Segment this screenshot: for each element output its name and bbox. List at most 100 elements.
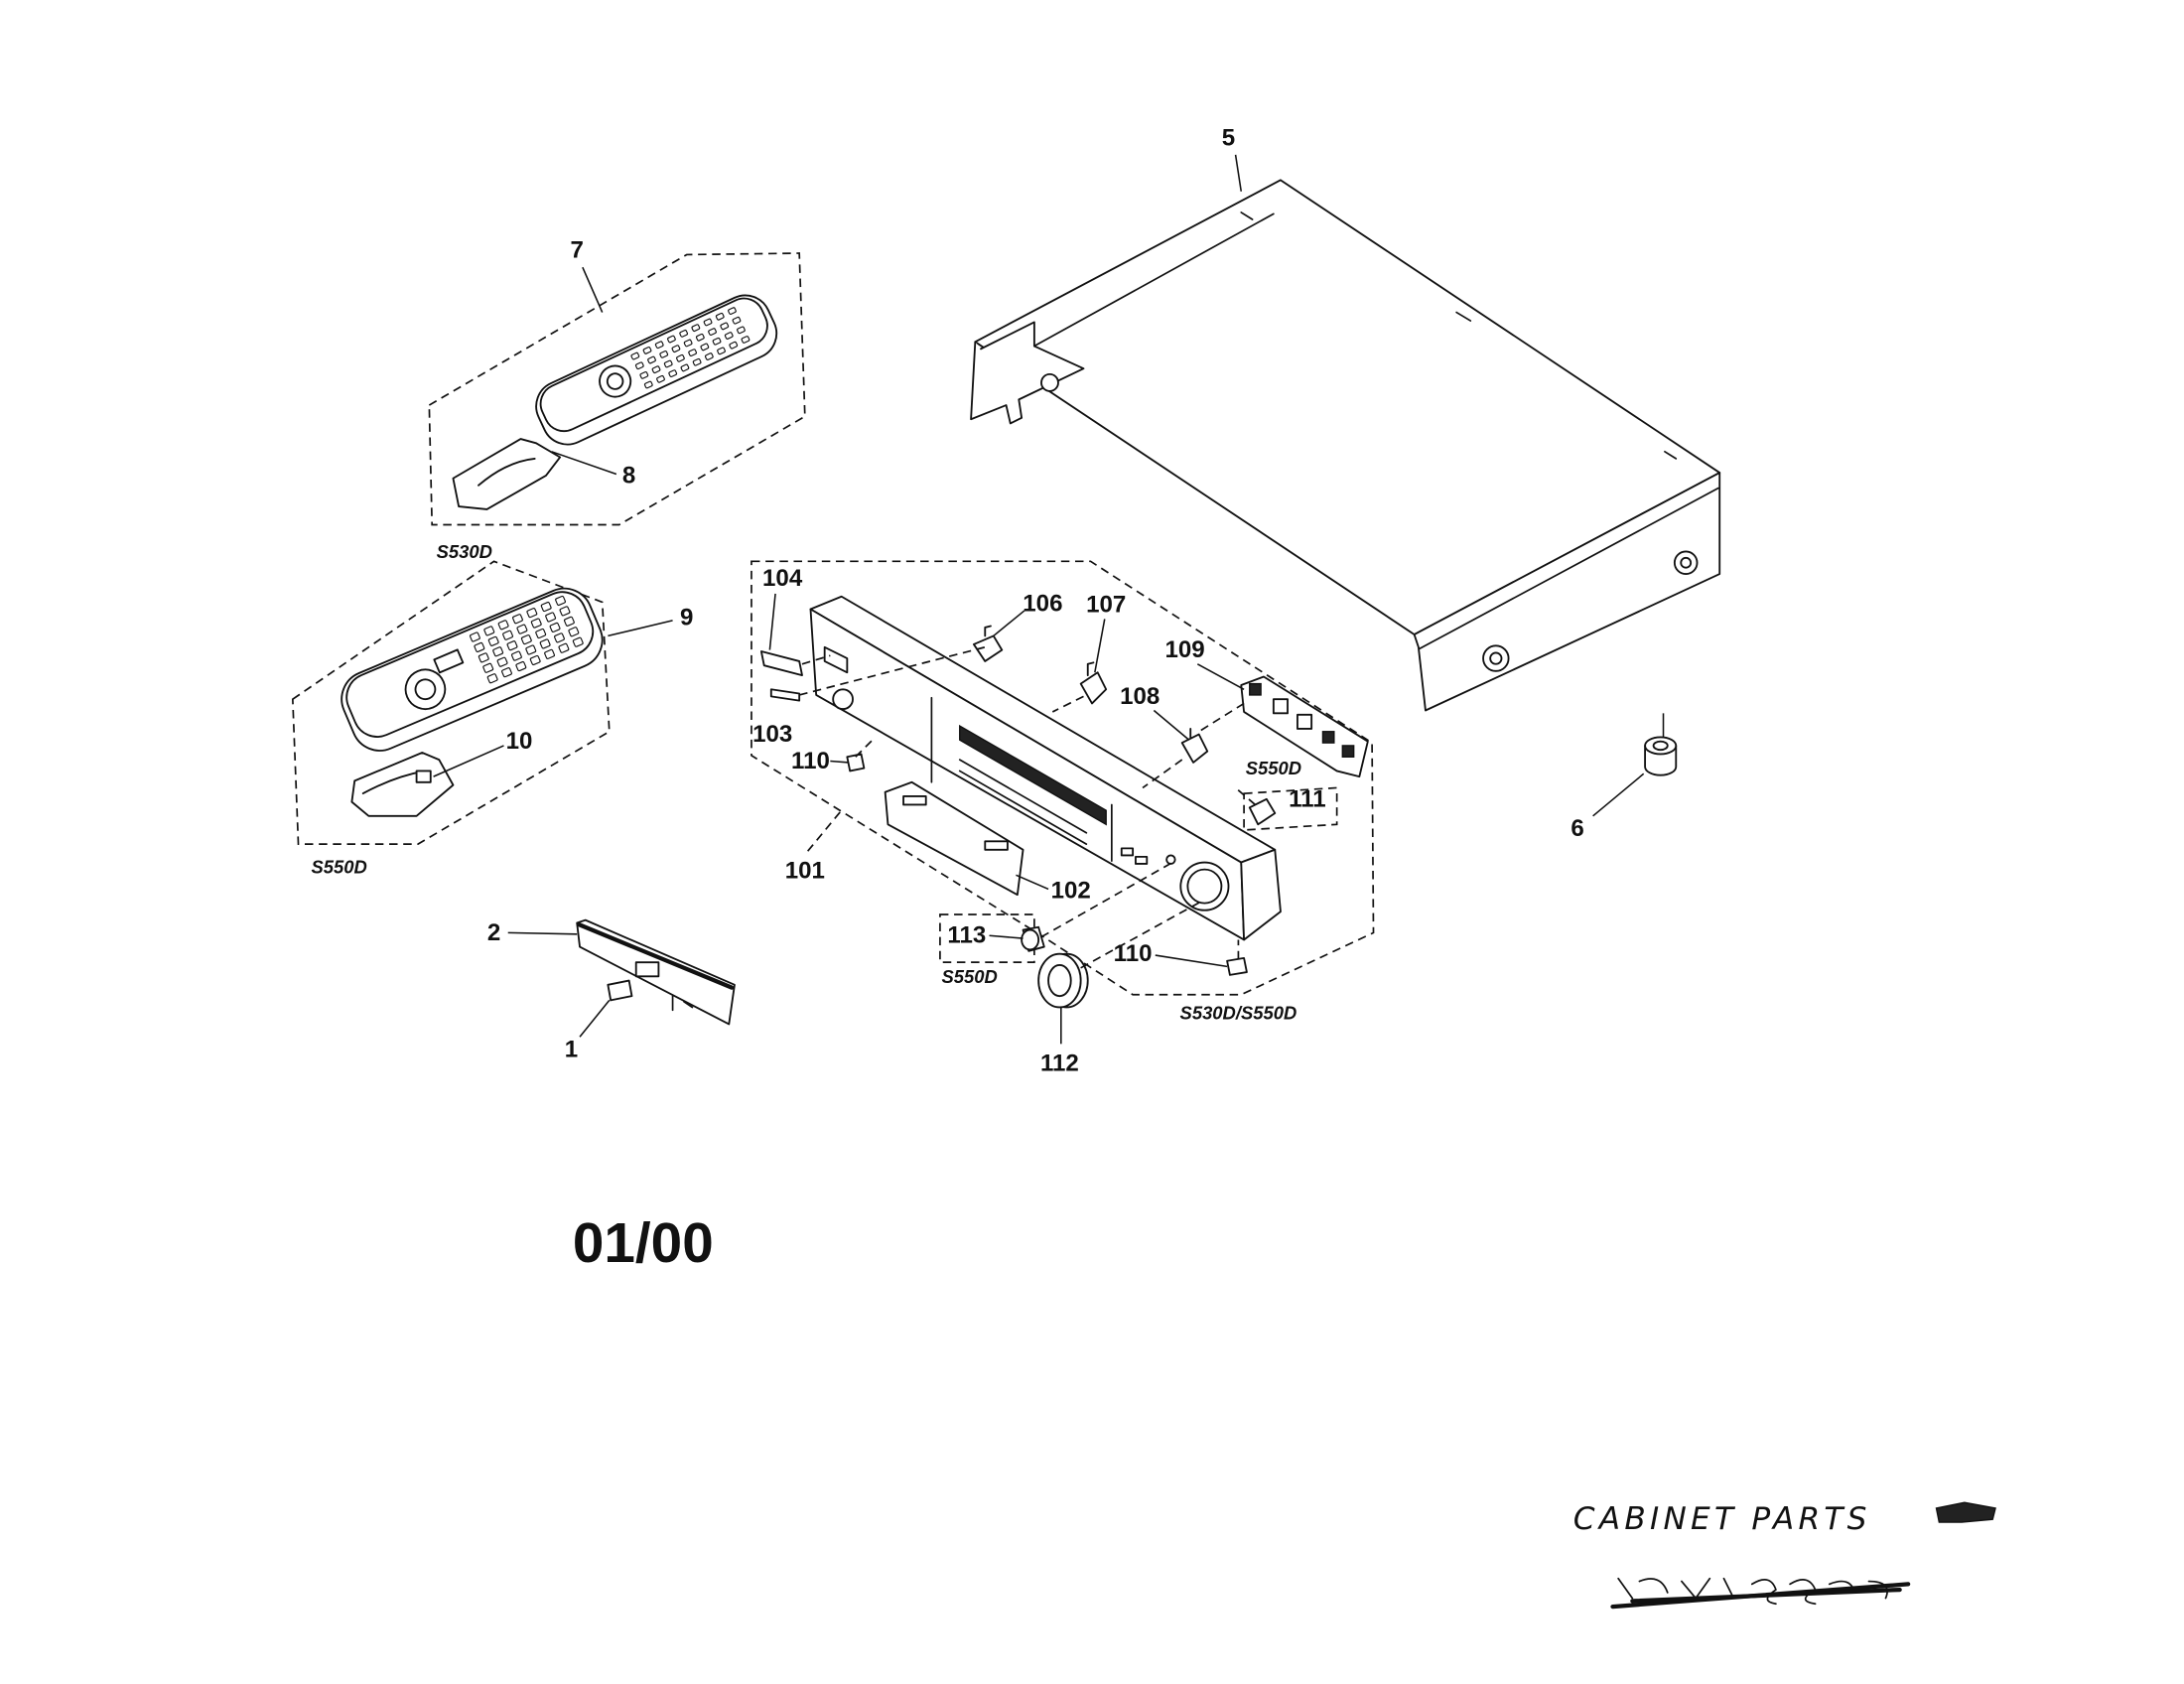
cover-rear-flange-line xyxy=(1033,212,1275,348)
remote-button xyxy=(487,635,499,646)
alignment-line xyxy=(1235,786,1256,806)
remote-button xyxy=(545,612,557,623)
leader-2 xyxy=(507,931,578,935)
remote-joystick-center xyxy=(606,372,624,390)
connector-jack xyxy=(1321,731,1335,744)
label-7: 7 xyxy=(570,237,583,264)
remote-button xyxy=(492,646,504,657)
part-109-connector-board xyxy=(1240,675,1369,778)
leader-113 xyxy=(989,934,1024,939)
alignment-line xyxy=(1051,695,1084,713)
alignment-line xyxy=(1198,702,1245,733)
strike-through-line xyxy=(1630,1587,1902,1604)
remote-button xyxy=(720,322,730,331)
part-5-top-cover xyxy=(970,179,1721,712)
alignment-line xyxy=(1040,860,1176,938)
leader-106 xyxy=(993,610,1025,637)
remote-button xyxy=(482,662,494,673)
remote-button xyxy=(741,336,751,344)
remote-button xyxy=(540,601,552,613)
remote-button xyxy=(654,341,664,350)
part-107-clip xyxy=(1079,661,1108,705)
remote-button xyxy=(724,332,734,340)
label-110: 110 xyxy=(1114,940,1153,967)
front-panel-led xyxy=(1165,854,1176,865)
remote-button xyxy=(651,365,661,374)
leader-7 xyxy=(582,266,604,313)
part-9-remote-control xyxy=(341,587,604,752)
part-10-battery-lid xyxy=(350,752,455,817)
part-7-remote-control xyxy=(535,294,778,446)
remote-joystick-center xyxy=(414,678,437,701)
part-6-foot xyxy=(1644,713,1678,776)
part-111-outline xyxy=(1243,786,1338,831)
remote-button xyxy=(679,330,689,338)
panel-window xyxy=(634,961,660,978)
remote-button xyxy=(717,347,726,355)
front-panel-window xyxy=(823,645,849,674)
remote-button xyxy=(544,648,555,659)
remote-button xyxy=(643,380,653,389)
alignment-line xyxy=(801,654,831,665)
remote-button xyxy=(469,632,480,642)
label-111: 111 xyxy=(1289,785,1326,812)
part-103-strip xyxy=(769,688,801,702)
ring-hole xyxy=(1047,964,1072,998)
knob-face xyxy=(1021,928,1040,951)
cover-surface-mark xyxy=(1240,211,1254,220)
remote-display xyxy=(433,648,465,674)
connector-jack xyxy=(1297,713,1313,730)
connector-jack xyxy=(1341,745,1355,758)
remote-button-grid xyxy=(469,595,584,684)
part-8-battery-lid xyxy=(452,438,562,510)
remote-button xyxy=(563,616,575,627)
leader-109 xyxy=(1196,663,1245,690)
remote-button xyxy=(704,352,714,360)
remote-button xyxy=(634,361,644,370)
remote-button xyxy=(708,328,717,336)
remote-button xyxy=(695,333,705,342)
remote-button xyxy=(642,347,652,354)
tray-line xyxy=(958,759,1088,834)
remote-button xyxy=(656,374,665,383)
leader-104 xyxy=(768,593,776,650)
model-tag-s530d: S530D xyxy=(437,541,492,562)
remote-button xyxy=(659,351,669,358)
remote-button xyxy=(526,608,538,619)
label-109: 109 xyxy=(1164,636,1204,663)
label-106: 106 xyxy=(1023,590,1062,617)
alignment-line xyxy=(1142,759,1183,789)
part-106-clip xyxy=(973,625,1004,662)
remote-button xyxy=(639,371,649,379)
part-111-switch xyxy=(1248,797,1277,826)
remote-button xyxy=(535,628,547,639)
model-tag-s550d: S550D xyxy=(311,856,366,877)
remote-button xyxy=(478,652,489,663)
remote-button xyxy=(506,640,518,651)
front-panel-group-outline xyxy=(751,560,1375,996)
remote-button xyxy=(700,343,710,351)
remote-button xyxy=(529,654,541,666)
cover-screw-hole-inner xyxy=(1680,556,1693,569)
remote-button xyxy=(692,357,702,366)
leader-10 xyxy=(433,745,504,777)
front-panel-power-ring xyxy=(832,688,854,711)
cover-surface-mark xyxy=(1455,311,1472,322)
alignment-line xyxy=(798,645,986,696)
part-1-block xyxy=(607,979,633,1002)
leader-1 xyxy=(579,999,611,1038)
model-tag-s550d: S550D xyxy=(942,966,998,987)
remote-button xyxy=(486,673,498,684)
remote-button xyxy=(525,644,537,655)
remote-button xyxy=(483,626,495,636)
label-5: 5 xyxy=(1222,124,1235,151)
panel-mark xyxy=(683,1000,694,1009)
remote-button xyxy=(539,638,551,649)
remote-button xyxy=(496,656,508,667)
battery-lid-tab xyxy=(415,770,432,783)
remote-button xyxy=(737,326,746,335)
front-panel-end xyxy=(1240,848,1282,941)
alignment-line xyxy=(855,739,874,758)
remote-button xyxy=(520,634,532,645)
label-108: 108 xyxy=(1120,683,1160,710)
